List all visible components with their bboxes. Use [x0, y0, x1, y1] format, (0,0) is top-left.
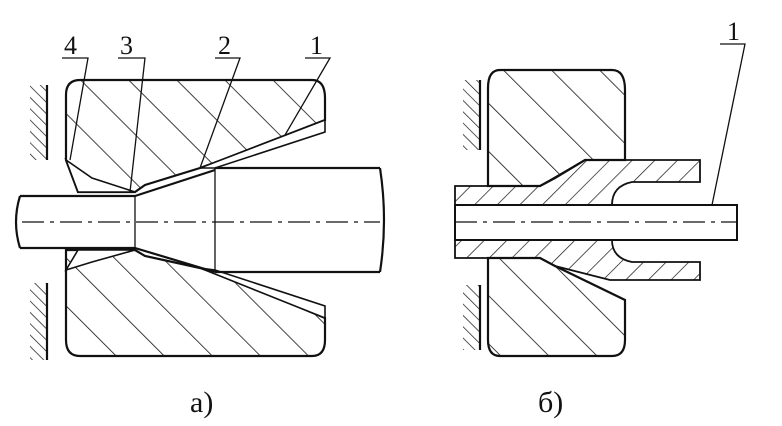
label-2: 2 — [218, 31, 231, 60]
label-4: 4 — [64, 31, 77, 60]
wall-support-top — [30, 85, 49, 160]
caption-a: а) — [190, 386, 213, 419]
cone-insert-upper — [199, 118, 326, 169]
label-3: 3 — [120, 31, 133, 60]
throat-lower — [64, 249, 136, 272]
die-body-upper — [64, 78, 327, 194]
wire-thin — [14, 194, 135, 250]
caption-b: б) — [538, 386, 563, 419]
figure-a: 4 3 2 1 а) — [14, 31, 386, 419]
leader-lines-a — [62, 57, 332, 193]
wall-support-bottom — [30, 283, 49, 360]
label-1-b: 1 — [727, 17, 740, 46]
wall-support-bottom-b — [463, 285, 482, 350]
leader-line-b — [711, 43, 746, 206]
throat-upper — [64, 157, 136, 193]
label-1: 1 — [310, 31, 323, 60]
die-body-lower-b — [486, 256, 627, 358]
cone-insert-lower — [199, 267, 326, 320]
wall-support-top-b — [463, 80, 482, 150]
wire-thick — [134, 166, 386, 274]
mandrel-lower — [454, 239, 701, 281]
figure-b: 1 б) — [454, 17, 746, 419]
wire-cone — [134, 168, 216, 274]
